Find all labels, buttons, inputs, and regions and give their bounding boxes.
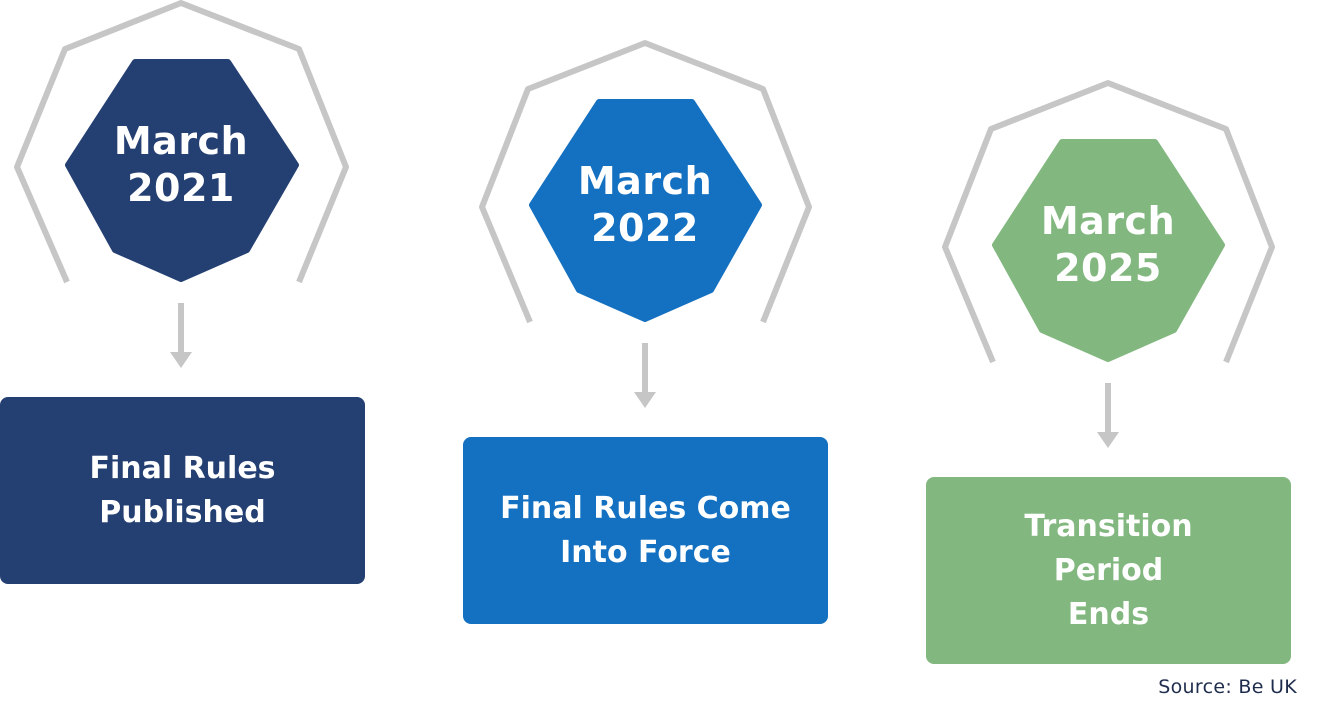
milestone-graphic (479, 40, 812, 408)
milestone-graphic (942, 80, 1275, 448)
date-year: 2025 (1054, 246, 1162, 290)
arrow-down-icon (1097, 432, 1119, 448)
arrow-down-icon (170, 352, 192, 368)
milestone-2022: March 2022 Final Rules Come Into Force (463, 0, 883, 719)
date-year: 2022 (591, 206, 699, 250)
event-line: Final Rules Come (500, 490, 791, 526)
date-label: March 2021 (61, 118, 301, 212)
event-line: Published (99, 494, 266, 530)
date-heptagon (529, 99, 762, 322)
event-line: Ends (1067, 596, 1150, 632)
source-caption: Source: Be UK (1158, 676, 1297, 698)
milestone-2021: March 2021 Final Rules Published (0, 0, 420, 719)
milestone-graphic (14, 0, 349, 368)
date-month: March (1040, 199, 1176, 243)
date-month: March (113, 119, 249, 163)
milestone-2025: March 2025 Transition Period Ends (926, 0, 1337, 719)
event-line: Transition (1024, 508, 1193, 544)
date-year: 2021 (127, 166, 235, 210)
event-box: Final Rules Come Into Force (463, 437, 828, 624)
date-label: March 2025 (988, 198, 1228, 292)
heptagon-outline (942, 80, 1275, 364)
event-box: Final Rules Published (0, 397, 365, 584)
arrow-down-icon (634, 392, 656, 408)
event-line: Final Rules (89, 450, 276, 486)
heptagon-outline (479, 40, 812, 324)
date-heptagon (992, 139, 1225, 362)
date-month: March (577, 159, 713, 203)
event-box: Transition Period Ends (926, 477, 1291, 664)
date-label: March 2022 (525, 158, 765, 252)
date-heptagon (65, 59, 299, 282)
event-line: Into Force (560, 534, 731, 570)
heptagon-outline (14, 0, 349, 284)
event-line: Period (1053, 552, 1164, 588)
